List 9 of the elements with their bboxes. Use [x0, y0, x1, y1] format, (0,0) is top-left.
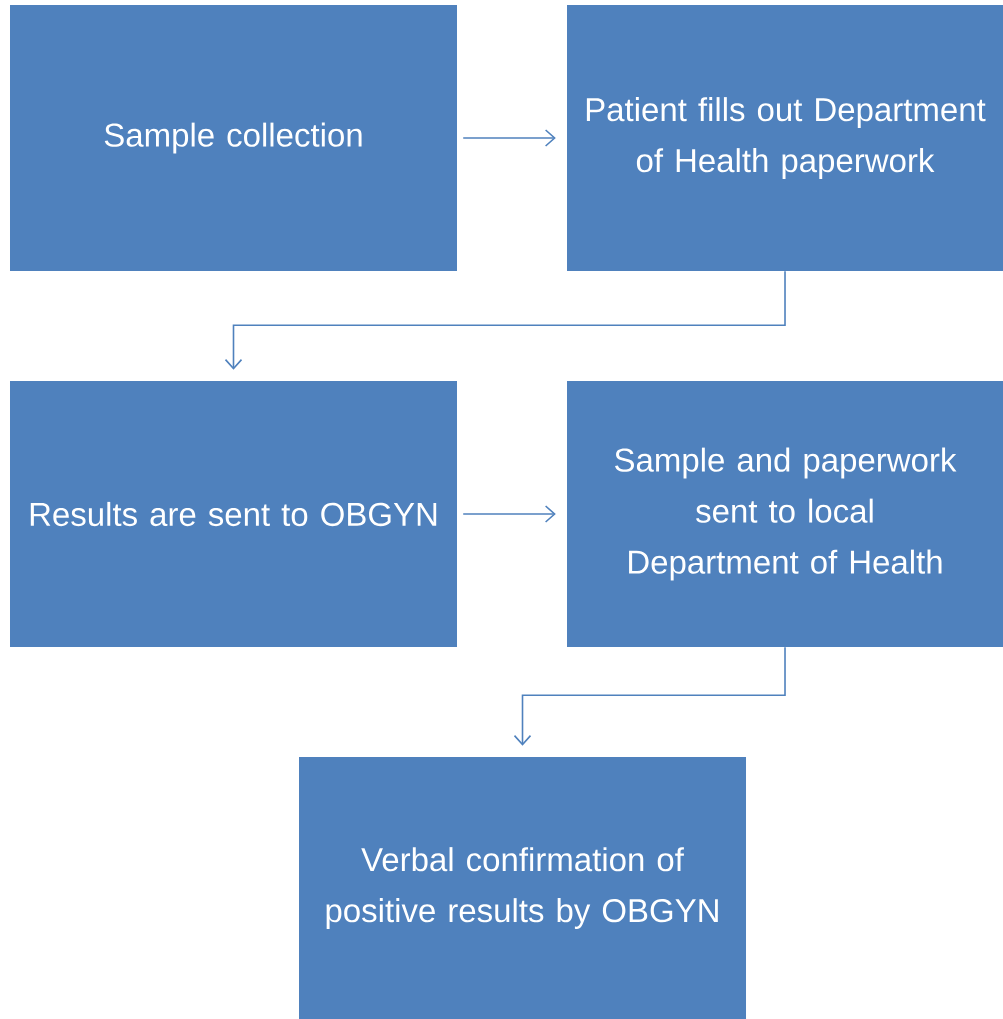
- process-box: Verbal confirmation of positive results by OBGYN: [299, 757, 746, 1019]
- process-box: Sample collection: [10, 5, 457, 271]
- process-box: Sample and paperwork sent to local Department of Health: [567, 381, 1003, 647]
- arrow: [462, 505, 556, 523]
- arrow: [224, 270, 786, 370]
- process-box: Patient fills out Department of Health paperwork: [567, 5, 1003, 271]
- arrow: [513, 646, 786, 746]
- process-box: Results are sent to OBGYN: [10, 381, 457, 647]
- arrow: [462, 129, 556, 147]
